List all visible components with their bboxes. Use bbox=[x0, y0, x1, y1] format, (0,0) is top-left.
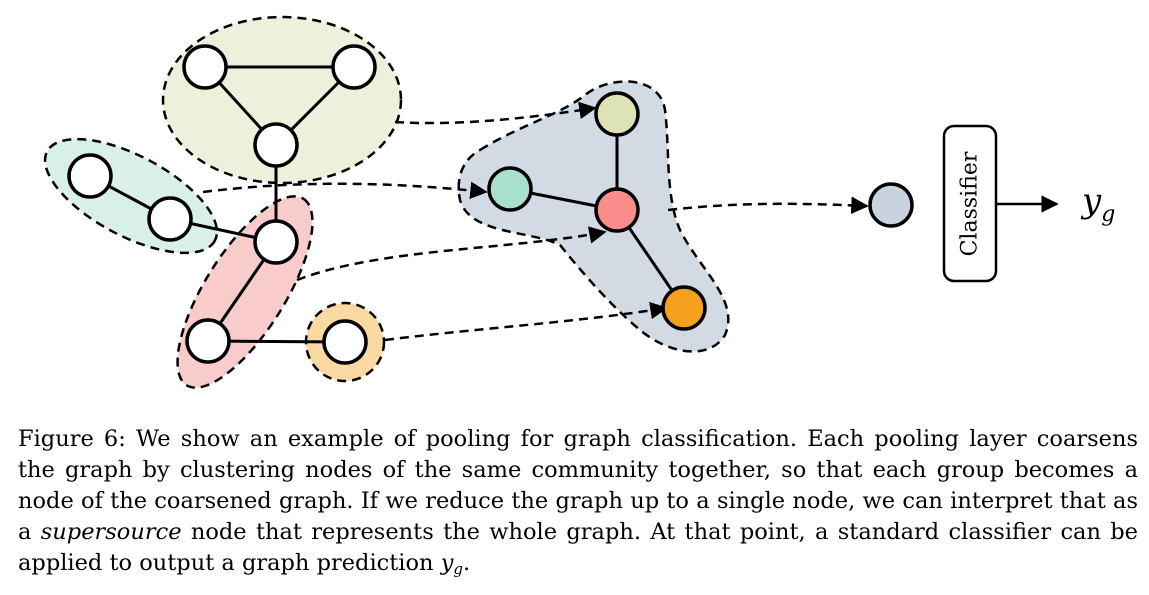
classifier-box bbox=[942, 124, 998, 283]
graph-node bbox=[253, 122, 299, 168]
supersource-node bbox=[868, 182, 914, 228]
caption-math: yg bbox=[440, 550, 464, 578]
caption-text-2: node that represents the whole graph. At… bbox=[18, 519, 1138, 576]
graph-node bbox=[185, 318, 231, 364]
arrow-teal-to-node bbox=[202, 181, 488, 200]
caption-math-subscript: g bbox=[453, 560, 464, 578]
graph-node bbox=[182, 44, 228, 90]
pooling-diagram: Classifier yg bbox=[43, 15, 1115, 389]
graph-node bbox=[67, 153, 113, 199]
graph-node bbox=[147, 196, 193, 242]
caption-prefix: Figure 6: bbox=[18, 426, 126, 452]
graph-node bbox=[322, 319, 368, 365]
coarsened-node-red bbox=[594, 187, 640, 233]
caption-emphasis: supersource bbox=[40, 519, 182, 545]
coarsened-group bbox=[457, 80, 730, 353]
coarsened-node-teal bbox=[487, 166, 533, 212]
caption-math-symbol: y bbox=[440, 550, 454, 576]
original-graph-nodes bbox=[67, 44, 377, 365]
classifier-label: Classifier bbox=[958, 151, 983, 256]
caption-end: . bbox=[463, 550, 471, 576]
arrow-orange-to-node bbox=[384, 301, 668, 342]
arrow-red-to-node bbox=[296, 226, 607, 282]
pooling-arrows bbox=[202, 101, 869, 342]
graph-node bbox=[331, 44, 377, 90]
output-subscript: g bbox=[1101, 202, 1115, 227]
output-label: yg bbox=[1080, 181, 1115, 227]
caption-text-1: We show an example of pooling for graph … bbox=[18, 426, 1139, 545]
arrow-group-to-supersource bbox=[667, 196, 869, 215]
output-symbol: y bbox=[1080, 181, 1102, 221]
graph-node bbox=[253, 219, 299, 265]
coarsened-node-orange bbox=[661, 285, 707, 331]
coarsened-node-yellow bbox=[594, 91, 640, 137]
figure-caption: Figure 6: We show an example of pooling … bbox=[18, 424, 1138, 579]
